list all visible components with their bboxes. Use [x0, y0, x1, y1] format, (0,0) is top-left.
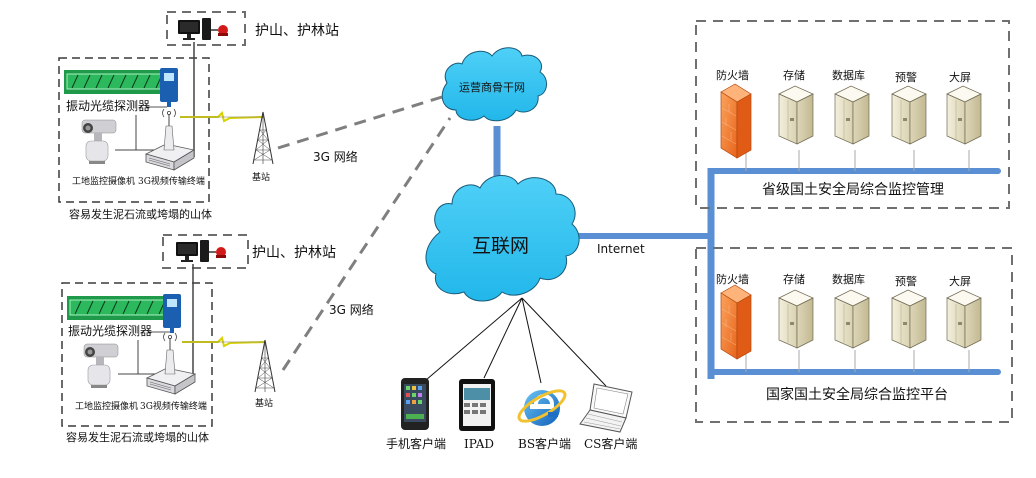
- internet-cloud-label: 互联网: [472, 235, 530, 257]
- server-label-database: 数据库: [832, 69, 865, 82]
- server-label-firewall: 防火墙: [716, 273, 749, 286]
- camera-icon: [81, 119, 117, 165]
- storage-server-icon: [778, 289, 814, 349]
- 3g-link: [277, 95, 443, 150]
- internet-link-label: Internet: [597, 242, 645, 256]
- client-label-cs: CS客户端: [584, 437, 638, 451]
- tablet-icon: [459, 379, 495, 431]
- laptop-icon: [579, 383, 633, 433]
- computer-icon: [175, 239, 227, 263]
- base-station-icon: [254, 339, 276, 393]
- database-server-icon: [834, 85, 870, 145]
- area-label: 容易发生泥石流或垮塌的山体: [69, 208, 212, 221]
- base-station-label: 基站: [255, 399, 274, 409]
- terminal-label: 3G视频传输终端: [138, 177, 205, 187]
- platform-title: 国家国土安全局综合监控平台: [766, 387, 948, 403]
- terminal-icon: [145, 108, 195, 171]
- client-label-ipad: IPAD: [464, 437, 494, 451]
- client-label-phone: 手机客户端: [386, 437, 447, 451]
- alert-server-icon: [891, 289, 927, 349]
- server-label-firewall: 防火墙: [716, 69, 749, 82]
- station-label: 护山、护林站: [252, 245, 336, 261]
- station-label: 护山、护林站: [255, 23, 339, 39]
- server-label-database: 数据库: [832, 273, 865, 286]
- browser-icon: [517, 389, 567, 426]
- site-2: [61, 117, 452, 427]
- server-label-display: 大屏: [949, 275, 971, 288]
- display-server-icon: [946, 289, 982, 349]
- server-label-alert: 预警: [895, 71, 917, 84]
- server-label-display: 大屏: [949, 71, 971, 84]
- camera-icon: [83, 343, 119, 389]
- national-platform: [695, 247, 1013, 423]
- area-box: [58, 57, 210, 203]
- camera-label: 工地监控摄像机: [72, 177, 136, 187]
- 3g-link-label: 3G 网络: [313, 150, 358, 164]
- server-label-alert: 预警: [895, 275, 917, 288]
- backbone-cloud: [441, 47, 547, 122]
- site-1: [58, 11, 443, 203]
- area-label: 容易发生泥石流或垮塌的山体: [66, 431, 209, 444]
- display-server-icon: [946, 85, 982, 145]
- 3g-link: [281, 117, 452, 371]
- base-station-icon: [252, 111, 274, 165]
- server-label-storage: 存储: [783, 273, 805, 286]
- client-label-bs: BS客户端: [518, 437, 572, 451]
- detector-label: 振动光缆探测器: [66, 99, 151, 113]
- firewall-icon: [720, 83, 752, 159]
- server-label-storage: 存储: [783, 69, 805, 82]
- terminal-label: 3G视频传输终端: [140, 402, 207, 412]
- computer-icon: [177, 17, 229, 41]
- database-server-icon: [834, 289, 870, 349]
- internet-cloud: [425, 175, 580, 302]
- platform-title: 省级国土安全局综合监控管理: [762, 182, 944, 198]
- platform-box: [695, 20, 1010, 209]
- 3g-link-label: 3G 网络: [329, 303, 374, 317]
- base-station-label: 基站: [252, 173, 271, 183]
- backbone-cloud-label: 运营商骨干网: [459, 81, 525, 94]
- station-box: [166, 11, 246, 46]
- provincial-platform: [695, 20, 1010, 209]
- smartphone-icon: [401, 378, 429, 430]
- camera-label: 工地监控摄像机: [75, 402, 139, 412]
- alert-server-icon: [891, 85, 927, 145]
- client-links: [425, 297, 607, 387]
- area-box: [61, 282, 213, 427]
- firewall-icon: [720, 284, 752, 360]
- platform-box: [695, 247, 1013, 423]
- detector-label: 振动光缆探测器: [68, 324, 153, 338]
- storage-server-icon: [778, 85, 814, 145]
